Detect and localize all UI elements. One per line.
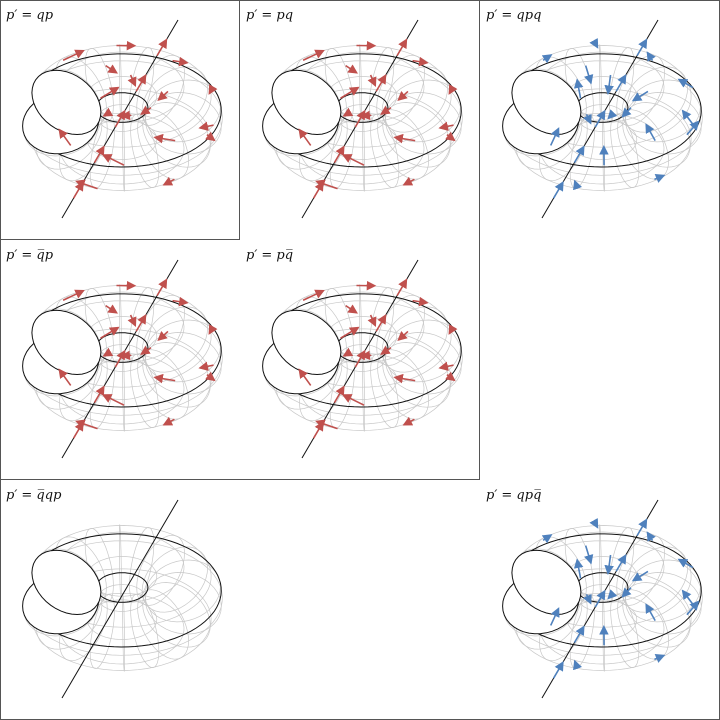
panel-qpqbar-meridian bbox=[599, 525, 601, 600]
panel-qbarp-meridian bbox=[123, 356, 125, 431]
panel-qpq-outline-inner bbox=[576, 93, 628, 123]
panel-qpqbar-flow-arrow bbox=[683, 591, 694, 605]
panel-pq-outline-inner bbox=[336, 93, 388, 123]
panel-qpqbar-label: p′ = qpq̅ bbox=[486, 488, 541, 503]
panel-qpq-label: p′ = qpq bbox=[486, 8, 541, 23]
panel-qpq-meridian bbox=[622, 67, 688, 132]
panel-qp-flow-arrow bbox=[164, 179, 174, 184]
panel-qbarqp-label: p′ = q̅qp bbox=[6, 488, 62, 503]
panel-qbarqp-torus bbox=[23, 500, 223, 698]
panel-pqbar-torus bbox=[263, 260, 463, 458]
panel-pqbar-meridian bbox=[363, 356, 365, 431]
panel-qbarqp-outline-inner bbox=[96, 573, 147, 603]
panel-qbarp-outline-inner bbox=[96, 333, 147, 363]
panel-qbarp-torus bbox=[23, 260, 223, 458]
panel-qbarp-flow-arrow bbox=[164, 419, 174, 424]
panel-qpqbar-flow-arrow bbox=[586, 546, 591, 563]
panel-qbarp-label: p′ = q̅p bbox=[6, 248, 54, 263]
panel-pqbar-meridian bbox=[359, 285, 361, 360]
panel-qpq-torus bbox=[503, 20, 703, 218]
panel-pq-axis-arrow bbox=[376, 75, 385, 91]
panel-pq-meridian bbox=[363, 116, 365, 191]
panel-qpq-axis-arrow bbox=[616, 75, 625, 91]
panel-qpqbar-axis-arrow bbox=[616, 555, 625, 571]
panel-qp-label: p′ = qp bbox=[6, 8, 54, 23]
panel-qpq-flow-arrow bbox=[596, 46, 597, 48]
panel-qbarp-flow-arrow bbox=[103, 395, 124, 405]
panel-qp-torus bbox=[23, 20, 223, 218]
panel-qp-meridian bbox=[119, 45, 121, 120]
panel-qpqbar-flow-arrow bbox=[575, 661, 578, 668]
panel-qp-outline-inner bbox=[96, 93, 147, 123]
panel-qp-axis-arrow bbox=[136, 75, 145, 91]
panel-pq-torus bbox=[263, 20, 463, 218]
panel-qp-axis-arrow bbox=[74, 182, 83, 198]
panel-qbarqp-meridian bbox=[123, 596, 125, 671]
panel-pq-flow-arrow bbox=[362, 115, 371, 116]
panel-qp-axis-arrow bbox=[157, 40, 166, 56]
panel-pq-axis-arrow bbox=[334, 147, 343, 163]
panel-qpq-flow-arrow bbox=[608, 75, 610, 93]
panel-qbarp-meridian bbox=[142, 307, 208, 372]
panel-qpqbar-torus bbox=[503, 500, 703, 698]
panel-pqbar-outline-inner bbox=[336, 333, 388, 363]
panel-pqbar-axis-arrow bbox=[314, 422, 323, 438]
panel-qpqbar-flow-arrow bbox=[596, 526, 597, 528]
panel-qbarqp-meridian bbox=[142, 547, 208, 612]
panel-pq-meridian bbox=[382, 67, 448, 132]
panel-qbarqp-meridian bbox=[119, 525, 121, 600]
panel-qpq-flow-arrow bbox=[577, 80, 580, 98]
panel-pq-meridian bbox=[359, 45, 361, 120]
panel-pq-axis-arrow bbox=[397, 40, 406, 56]
panel-qbarp-axis-arrow bbox=[157, 280, 166, 296]
panel-qbarp-axis-arrow bbox=[136, 315, 145, 331]
panel-qpq-axis-arrow bbox=[554, 182, 563, 198]
panel-qbarp-axis-arrow bbox=[94, 387, 103, 403]
panel-pq-label: p′ = pq bbox=[246, 8, 293, 23]
panel-qp-meridian bbox=[142, 67, 208, 132]
panel-pqbar-axis-arrow bbox=[334, 387, 343, 403]
panel-pq-axis-arrow bbox=[314, 182, 323, 198]
panel-qbarp-flow-arrow bbox=[122, 355, 131, 356]
panel-qpq-flow-arrow bbox=[575, 181, 578, 188]
panel-qpq-axis-arrow bbox=[637, 40, 646, 56]
panel-pq-flow-arrow bbox=[343, 155, 364, 165]
panel-qpqbar-axis-arrow bbox=[574, 627, 583, 643]
panel-qpq-meridian bbox=[599, 45, 601, 120]
panel-pqbar-flow-arrow bbox=[404, 419, 414, 424]
panel-pqbar-flow-arrow bbox=[343, 395, 364, 405]
panel-qpq-flow-arrow bbox=[683, 111, 694, 125]
panel-pqbar-label: p′ = pq̅ bbox=[246, 248, 293, 263]
panel-qpqbar-flow-arrow bbox=[608, 555, 610, 573]
panel-qp-flow-arrow bbox=[103, 155, 124, 165]
panel-qpqbar-flow-arrow bbox=[577, 560, 580, 578]
panel-qpqbar-meridian bbox=[622, 547, 688, 612]
panel-pqbar-axis-arrow bbox=[397, 280, 406, 296]
panel-qpq-flow-arrow bbox=[586, 66, 591, 83]
panel-qbarp-meridian bbox=[119, 285, 121, 360]
panel-pqbar-flow-arrow bbox=[362, 355, 371, 356]
panel-qpqbar-axis-arrow bbox=[637, 520, 646, 536]
panel-qp-meridian bbox=[123, 116, 125, 191]
panel-qp-axis-arrow bbox=[94, 147, 103, 163]
panel-qpqbar-axis-arrow bbox=[554, 662, 563, 678]
panel-qpqbar-outline-inner bbox=[576, 573, 628, 603]
panel-pqbar-meridian bbox=[382, 307, 448, 372]
panel-pqbar-axis-arrow bbox=[376, 315, 385, 331]
panel-qbarp-axis-arrow bbox=[74, 422, 83, 438]
panel-pq-flow-arrow bbox=[404, 179, 414, 184]
panel-qp-flow-arrow bbox=[122, 115, 131, 116]
panel-qpq-axis-arrow bbox=[574, 147, 583, 163]
